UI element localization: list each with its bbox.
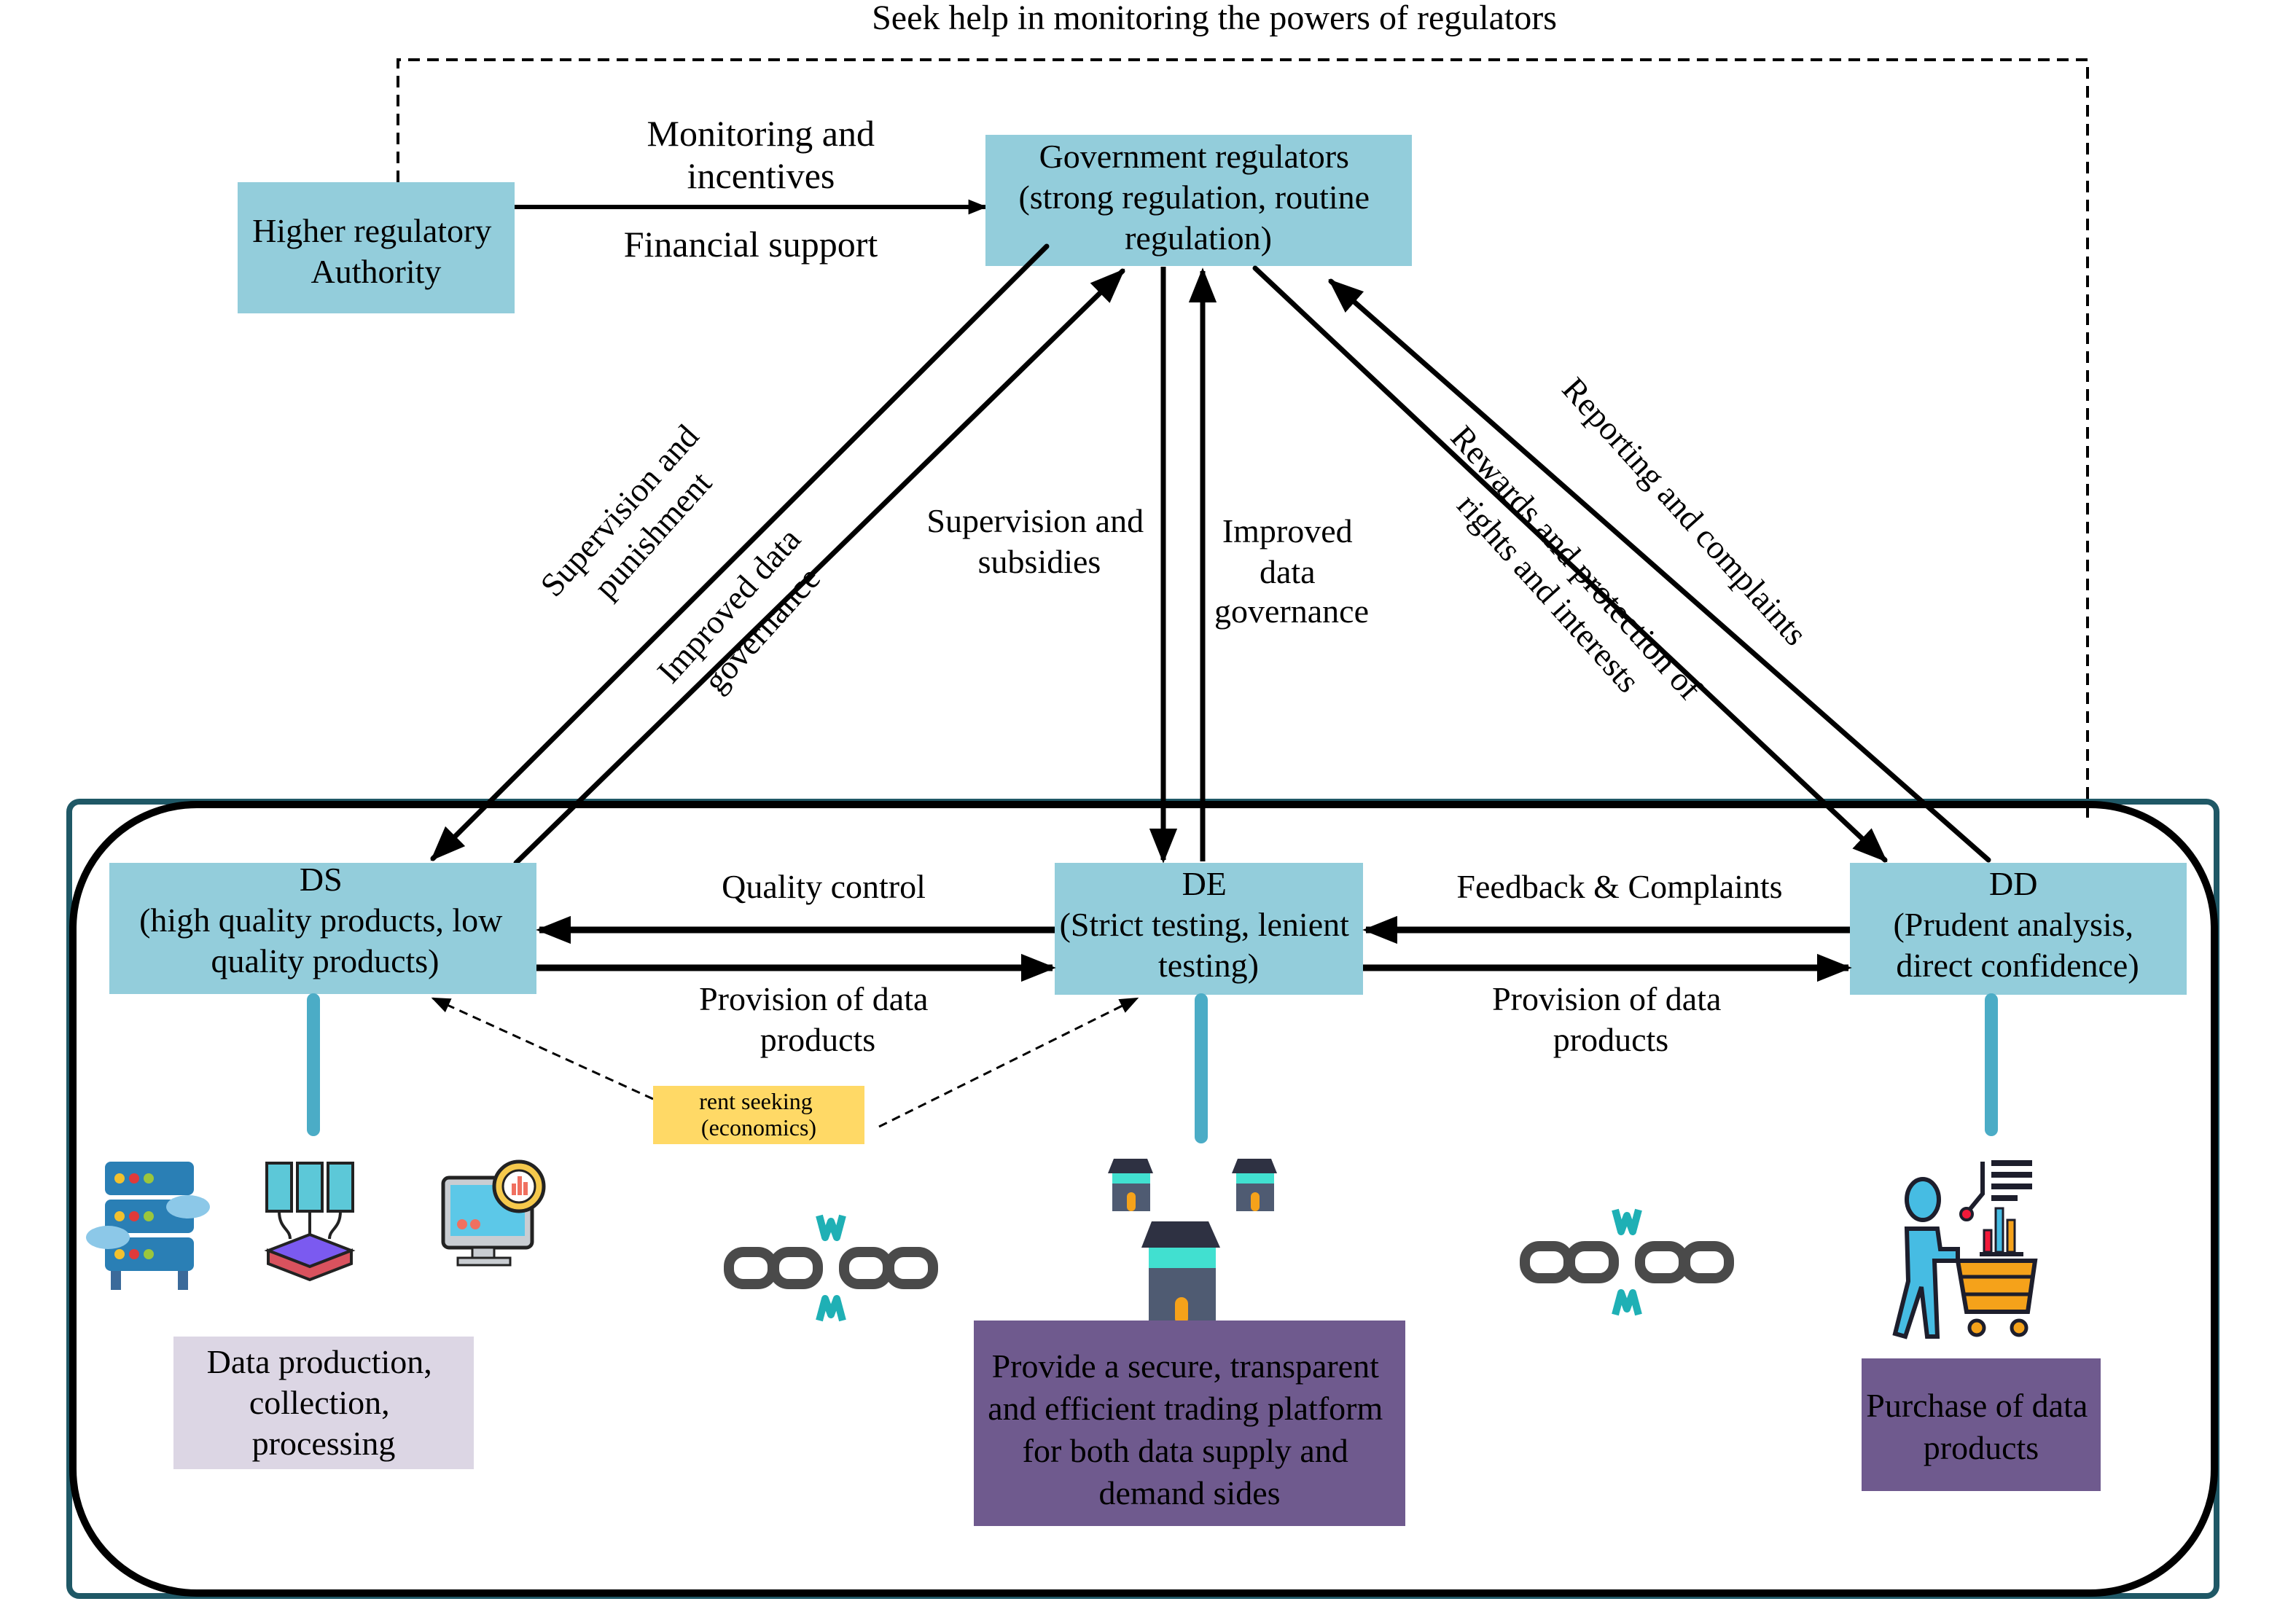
label-provision-de-dd: Provision of data products bbox=[1492, 980, 1730, 1058]
rent-seeking-dashed-to-ds bbox=[431, 997, 654, 1100]
monitor-analytics-icon bbox=[441, 1159, 546, 1267]
svg-text:Provide a secure, transparent: Provide a secure, transparent and effici… bbox=[988, 1347, 1391, 1511]
role-de-box: Provide a secure, transparent and effici… bbox=[974, 1321, 1405, 1526]
arrow-government-to-ds bbox=[430, 243, 1050, 861]
market-frame-inner bbox=[69, 801, 2218, 1597]
node-government-regulators[interactable]: Government regulators (strong regulation… bbox=[985, 135, 1412, 266]
shopper-cart-icon bbox=[1892, 1160, 2038, 1339]
role-ds-box: Data production, collection, processing bbox=[173, 1337, 474, 1469]
data-collection-icon bbox=[264, 1162, 356, 1282]
rent-seeking-dashed-to-de bbox=[878, 997, 1139, 1128]
label-provision-ds-de: Provision of data products bbox=[699, 980, 937, 1058]
seek-help-label: Seek help in monitoring the powers of re… bbox=[872, 0, 1557, 37]
svg-text:DS (high quality product: DS (high quality products, low quality p… bbox=[139, 861, 511, 979]
arrow-dd-to-government bbox=[1328, 278, 1991, 863]
svg-text:rent seeking (economics): rent seeking (economics) bbox=[699, 1088, 819, 1141]
label-monitoring-incentives: Monitoring and incentives bbox=[647, 113, 884, 196]
label-financial-support: Financial support bbox=[624, 224, 878, 265]
node-de[interactable]: DE (Strict testing, lenient testing) bbox=[1055, 863, 1363, 995]
broken-chain-icon bbox=[724, 1214, 938, 1322]
role-dd-box: Purchase of data products bbox=[1862, 1358, 2101, 1491]
svg-text:DD (Prudent analysis,: DD (Prudent analysis, direct confidence) bbox=[1893, 865, 2141, 984]
arrow-government-to-dd bbox=[1252, 265, 1888, 863]
svg-text:Data production, collect: Data production, collection, processing bbox=[207, 1343, 441, 1462]
label-feedback-complaints: Feedback & Complaints bbox=[1456, 868, 1782, 905]
marketplace-shops-icon bbox=[1108, 1159, 1277, 1338]
rent-seeking-badge: rent seeking (economics) bbox=[653, 1086, 864, 1144]
arrow-ds-to-government bbox=[513, 268, 1125, 866]
svg-text:Purchase of data product: Purchase of data products bbox=[1866, 1387, 2096, 1466]
label-improved-governance-de: Improved data governance bbox=[1214, 512, 1369, 630]
label-quality-control: Quality control bbox=[722, 868, 926, 905]
svg-text:Higher regulatory Author: Higher regulatory Authority bbox=[252, 212, 500, 290]
node-dd[interactable]: DD (Prudent analysis, direct confidence) bbox=[1850, 863, 2187, 995]
server-cloud-icon bbox=[86, 1162, 210, 1290]
label-supervision-subsidies: Supervision and subsidies bbox=[926, 502, 1152, 580]
seek-help-dashed-line bbox=[397, 58, 2089, 823]
svg-text:Government regulators (s: Government regulators (strong regulation… bbox=[1018, 138, 1378, 257]
svg-text:DE (Strict testing, leni: DE (Strict testing, lenient testing) bbox=[1060, 865, 1358, 984]
node-ds[interactable]: DS (high quality products, low quality p… bbox=[109, 861, 536, 994]
broken-chain-icon bbox=[1520, 1208, 1734, 1316]
node-higher-authority[interactable]: Higher regulatory Authority bbox=[238, 182, 515, 313]
